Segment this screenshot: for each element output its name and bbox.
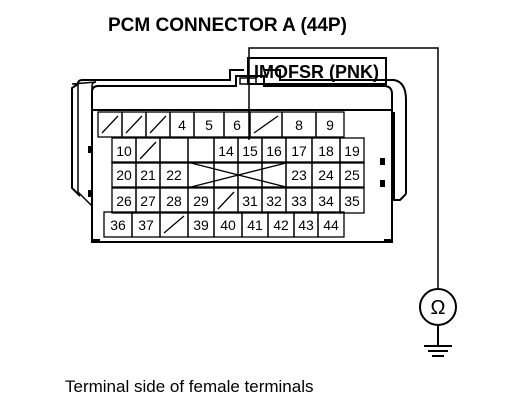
blank-block-cross bbox=[186, 161, 291, 189]
connector-keys bbox=[88, 77, 385, 197]
terminal-number: 25 bbox=[344, 167, 360, 183]
terminal-number: 8 bbox=[295, 117, 303, 133]
terminal-number: 9 bbox=[326, 117, 334, 133]
terminal-number: 6 bbox=[233, 117, 241, 133]
terminal-number: 35 bbox=[344, 193, 360, 209]
terminal-cell bbox=[187, 137, 215, 164]
unused-terminal-slash bbox=[163, 215, 185, 234]
terminal-cell bbox=[339, 161, 365, 188]
unused-terminal-slash bbox=[139, 141, 157, 160]
terminal-number: 14 bbox=[218, 143, 234, 159]
unused-terminal-slash bbox=[217, 191, 235, 210]
terminal-number: 34 bbox=[318, 193, 334, 209]
terminal-number: 40 bbox=[220, 217, 236, 233]
terminal-cell bbox=[315, 111, 345, 138]
terminal-number: 4 bbox=[178, 117, 186, 133]
test-lead-wire bbox=[248, 47, 439, 288]
terminal-number: 27 bbox=[140, 193, 156, 209]
terminal-number: 37 bbox=[138, 217, 154, 233]
terminal-number: 10 bbox=[116, 143, 132, 159]
terminal-number: 5 bbox=[205, 117, 213, 133]
terminal-number: 16 bbox=[266, 143, 282, 159]
terminal-number: 41 bbox=[247, 217, 263, 233]
terminal-cell bbox=[339, 187, 365, 214]
terminal-cell bbox=[159, 137, 189, 164]
terminal-number: 42 bbox=[273, 217, 289, 233]
terminal-number: 19 bbox=[344, 143, 360, 159]
wire-label: IMOFSR (PNK) bbox=[254, 62, 379, 82]
ground-icon bbox=[424, 325, 452, 357]
terminal-number: 23 bbox=[291, 167, 307, 183]
unused-terminal-slash bbox=[149, 115, 167, 134]
terminal-number: 21 bbox=[140, 167, 156, 183]
terminal-number: 24 bbox=[318, 167, 334, 183]
terminal-cell bbox=[339, 137, 365, 164]
terminal-number: 43 bbox=[298, 217, 314, 233]
terminal-number: 36 bbox=[110, 217, 126, 233]
terminal-number: 29 bbox=[193, 193, 209, 209]
unused-terminal-slash bbox=[253, 115, 279, 134]
ohmmeter-symbol: Ω bbox=[431, 297, 446, 319]
terminal-number: 15 bbox=[242, 143, 258, 159]
terminal-grid: 4 5 6 8 9 10 14 15 16 17 18 19 20 21 22 23 24 25 26 27 28 29 3… bbox=[97, 111, 365, 238]
terminal-number: 17 bbox=[291, 143, 307, 159]
terminal-number: 31 bbox=[242, 193, 258, 209]
terminal-number: 18 bbox=[318, 143, 334, 159]
terminal-number: 32 bbox=[266, 193, 282, 209]
terminal-number: 26 bbox=[116, 193, 132, 209]
terminal-number: 22 bbox=[166, 167, 182, 183]
terminal-number: 20 bbox=[116, 167, 132, 183]
terminal-number: 28 bbox=[166, 193, 182, 209]
terminal-number: 44 bbox=[323, 217, 339, 233]
unused-terminal-slash bbox=[125, 115, 143, 134]
connector-title: PCM CONNECTOR A (44P) bbox=[108, 15, 347, 36]
diagram-caption: Terminal side of female terminals bbox=[65, 377, 313, 396]
unused-terminal-slash bbox=[101, 115, 119, 134]
terminal-number: 33 bbox=[291, 193, 307, 209]
terminal-cell bbox=[317, 211, 345, 238]
connector-housing bbox=[71, 69, 407, 243]
terminal-number: 39 bbox=[193, 217, 209, 233]
wire-label-box bbox=[247, 57, 387, 85]
